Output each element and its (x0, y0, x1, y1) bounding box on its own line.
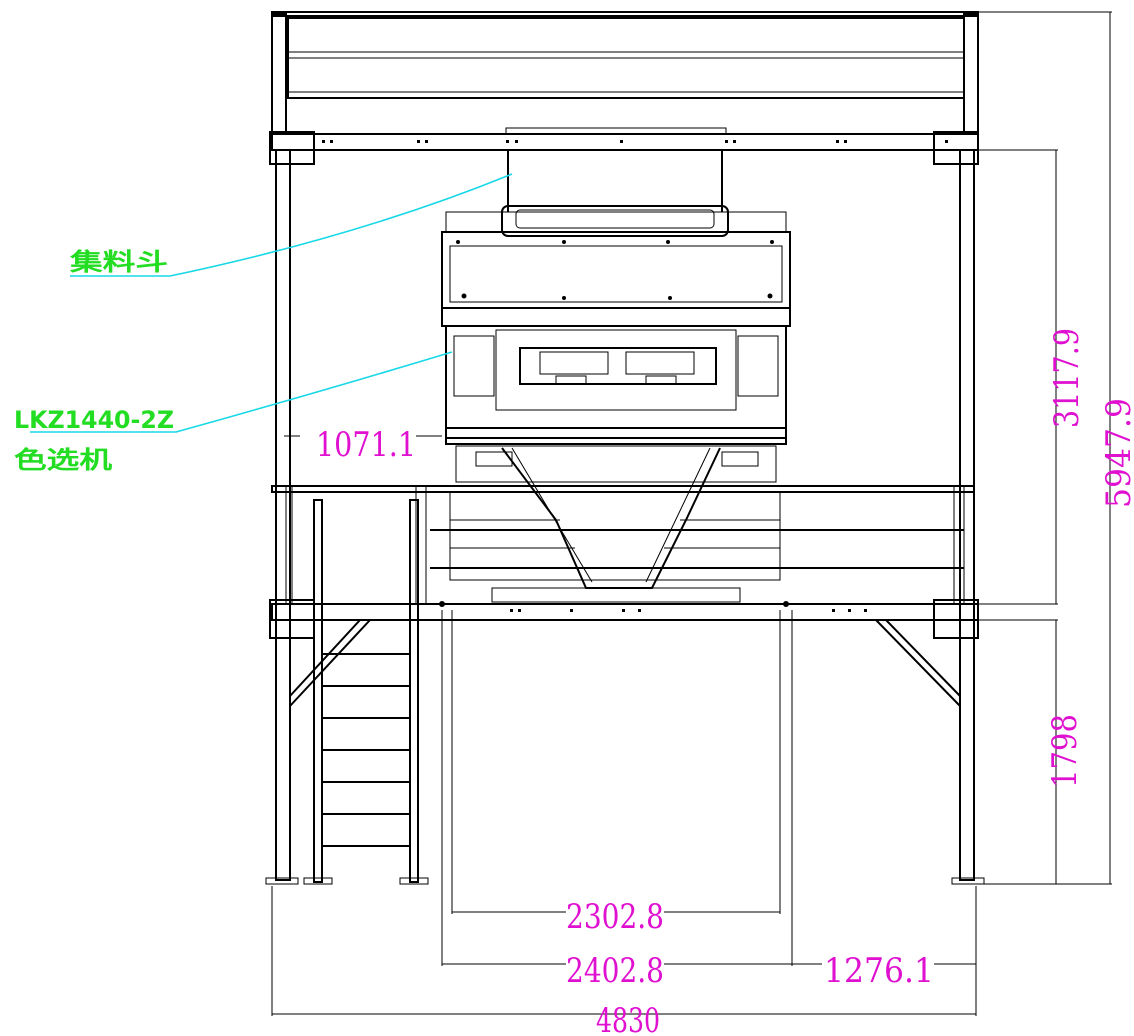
label-machine: 色选机 (14, 446, 112, 474)
label-hopper: 集料斗 (69, 248, 168, 276)
dim-total-height: 5947.9 (1099, 398, 1134, 508)
dim-leg-span-inner: 2302.8 (566, 897, 664, 937)
sorter-machine (441, 231, 791, 483)
dim-right-offset: 1276.1 (824, 951, 934, 991)
frame-posts (265, 149, 985, 885)
dim-upper-height: 3117.9 (1047, 328, 1087, 428)
staircase (303, 499, 429, 885)
braces (289, 619, 961, 707)
dim-total-width: 4830 (596, 1001, 660, 1036)
top-canopy (271, 11, 979, 135)
dim-leg-span-outer: 2402.8 (566, 951, 664, 991)
leader-lines (30, 173, 513, 433)
label-model: LKZ1440-2Z (14, 406, 174, 434)
dim-lower-height: 1798 (1045, 714, 1085, 788)
hopper (445, 150, 787, 237)
dimension-lines (271, 11, 1112, 1016)
upper-beam (269, 127, 979, 165)
dim-offset-left: 1071.1 (316, 425, 416, 465)
platform (269, 485, 979, 639)
